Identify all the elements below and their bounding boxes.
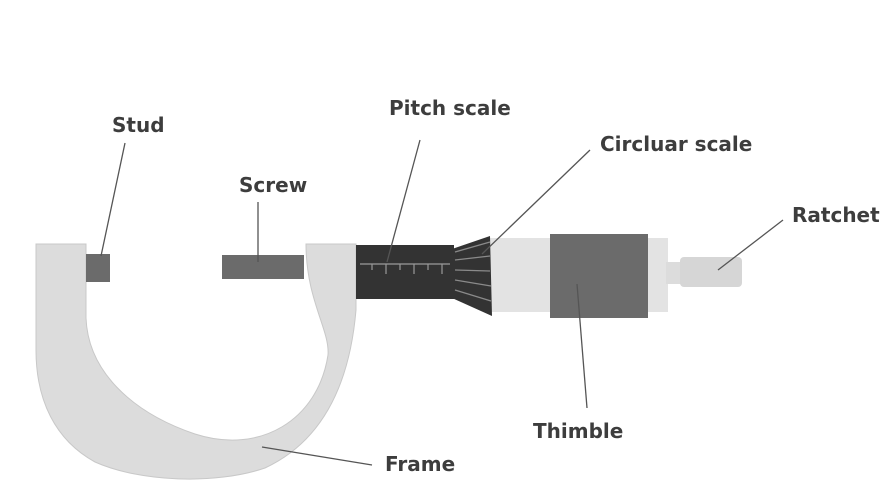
circular-scale-label: Circluar scale [600, 132, 753, 156]
stud-part [86, 254, 110, 282]
stud-leader [100, 142, 126, 257]
frame-label: Frame [385, 452, 456, 476]
thimble-part [550, 234, 648, 318]
ratchet-part [680, 257, 742, 287]
circular-scale-part [452, 236, 492, 316]
screw-part [222, 255, 304, 279]
thimble-label: Thimble [533, 419, 624, 443]
screw-label: Screw [239, 173, 308, 197]
circular-scale-leader [481, 149, 591, 255]
thimble-leader [576, 283, 588, 409]
circular-scale-lines [454, 241, 492, 302]
pitch-scale-ticks [360, 263, 450, 274]
pitch-scale-label: Pitch scale [389, 96, 511, 120]
pitch-scale-leader [386, 139, 421, 263]
ratchet-neck [666, 262, 682, 284]
pitch-scale-sleeve [356, 245, 454, 299]
leader-lines [100, 139, 784, 466]
frame-leader [261, 446, 373, 466]
frame-shape [35, 243, 357, 480]
stud-label: Stud [112, 113, 165, 137]
ratchet-label: Ratchet [792, 203, 880, 227]
ratchet-leader [717, 219, 784, 271]
